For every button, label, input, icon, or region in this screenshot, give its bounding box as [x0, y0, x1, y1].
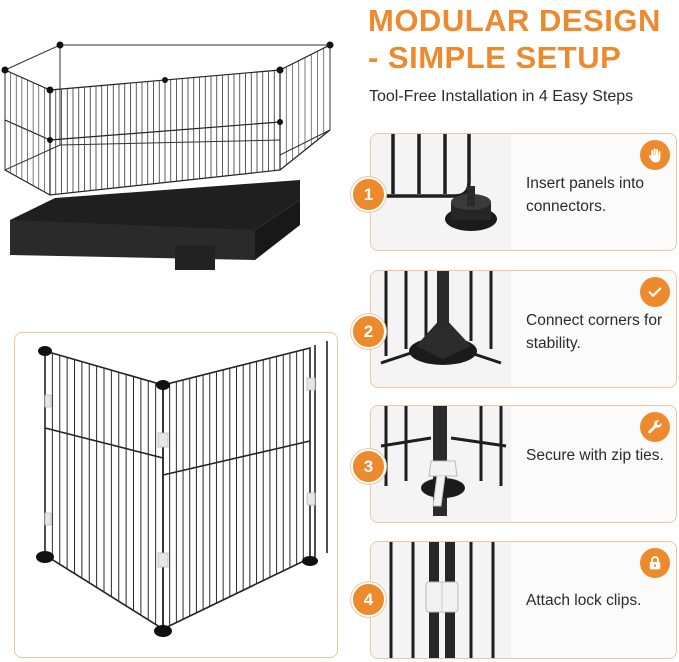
- step-4-photo: [371, 542, 511, 658]
- step-number-1: 1: [351, 177, 386, 212]
- step-2-corner-illustration: [380, 271, 502, 365]
- step-3-text: Secure with zip ties.: [526, 447, 664, 464]
- step-1-connector-illustration: [371, 134, 497, 231]
- step-3-ziptie-illustration: [380, 406, 507, 516]
- step-2-text: Connect corners for stability.: [526, 312, 663, 352]
- step-1-text: Insert panels into connectors.: [526, 175, 645, 215]
- cage-product-image: [0, 30, 350, 300]
- step-4-lockclip-illustration: [389, 542, 495, 658]
- page-subtitle: Tool-Free Installation in 4 Easy Steps: [369, 88, 634, 105]
- step-card-4: Attach lock clips.: [370, 541, 677, 659]
- step-2-photo: [371, 271, 511, 387]
- step-card-1: Insert panels into connectors.: [370, 133, 677, 251]
- check-icon: [640, 277, 670, 307]
- cage-illustration: [1, 41, 334, 270]
- wrench-icon: [640, 412, 670, 442]
- step-number-2: 2: [351, 314, 386, 349]
- step-1-photo: [371, 134, 511, 250]
- step-number-3: 3: [351, 449, 386, 484]
- corner-panels-image: [14, 332, 338, 658]
- hand-icon: [640, 140, 670, 170]
- step-4-text: Attach lock clips.: [526, 592, 642, 609]
- step-number-4: 4: [351, 582, 386, 617]
- corner-panels-illustration: [36, 341, 328, 637]
- step-card-2: Connect corners for stability.: [370, 270, 677, 388]
- step-card-3: Secure with zip ties.: [370, 405, 677, 523]
- page-title: MODULAR DESIGN - SIMPLE SETUP: [368, 3, 661, 75]
- step-3-photo: [371, 406, 511, 522]
- lock-icon: [640, 548, 670, 578]
